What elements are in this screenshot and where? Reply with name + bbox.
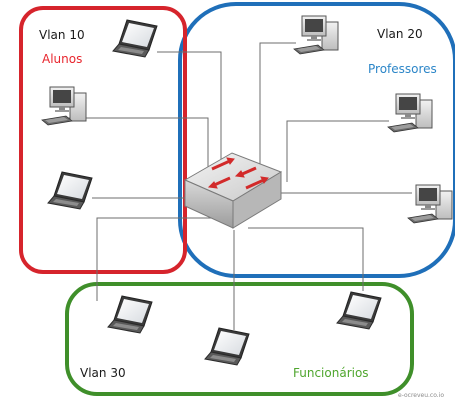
desktop-computer-icon [293, 15, 339, 55]
link-desktop-v20-mid [286, 120, 389, 182]
alunos-group-label: Alunos [42, 52, 83, 66]
vlan10-label: Vlan 10 [39, 28, 85, 42]
funcionarios-group-label: Funcionários [293, 366, 369, 380]
vlan30-label: Vlan 30 [80, 366, 126, 380]
laptop-icon [107, 295, 153, 334]
link-laptop-v10-top [157, 51, 222, 170]
vlan10-boundary [19, 6, 187, 274]
laptop-icon [47, 171, 93, 210]
link-desktop-v10 [68, 117, 209, 175]
network-switch-icon [183, 152, 283, 229]
laptop-icon [112, 19, 158, 58]
link-laptop-v30-left [96, 217, 226, 301]
desktop-computer-icon [41, 86, 87, 126]
laptop-icon [336, 291, 382, 330]
vlan20-label: Vlan 20 [377, 27, 423, 41]
vlan20-boundary [178, 2, 455, 278]
connection-lines [68, 42, 412, 330]
link-laptop-v30-right [248, 227, 364, 291]
link-desktop-v20-top [259, 42, 296, 168]
laptop-icon [204, 327, 250, 366]
vlan30-boundary [65, 282, 414, 396]
desktop-computer-icon [387, 93, 433, 133]
watermark: e-ocreveu.co.io [398, 392, 445, 399]
desktop-computer-icon [407, 184, 453, 224]
professores-group-label: Professores [368, 62, 437, 76]
